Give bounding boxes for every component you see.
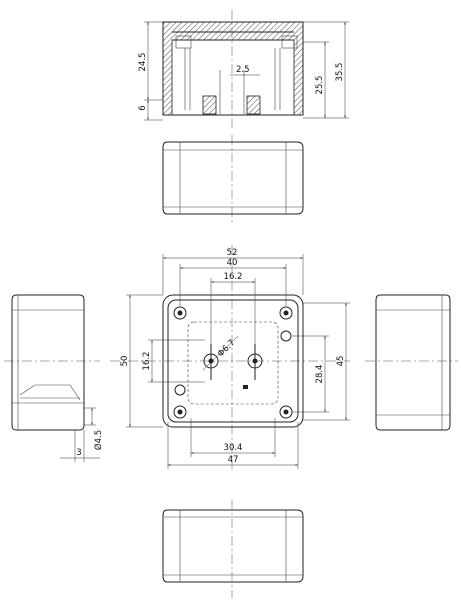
dim-40: 40 xyxy=(227,258,238,268)
dim-16-2-left: 16.2 xyxy=(142,352,152,371)
dim-2-5: 2.5 xyxy=(236,65,250,75)
front-view xyxy=(162,135,304,222)
dim-28-4: 28.4 xyxy=(315,365,325,384)
section-view: 24.5 6 25.5 35.5 2.5 xyxy=(138,10,349,130)
dim-d6-7: Φ6.7 xyxy=(216,338,237,359)
dim-d4-5: Ø4.5 xyxy=(93,430,104,450)
right-side-view xyxy=(365,294,458,431)
dim-35-5: 35.5 xyxy=(335,63,345,82)
dim-30-4: 30.4 xyxy=(224,443,243,453)
bottom-view xyxy=(162,500,304,598)
dim-24-5: 24.5 xyxy=(138,53,148,72)
dim-16-2-top: 16.2 xyxy=(224,272,243,282)
left-side-view: Ø4.5 3 xyxy=(4,294,104,462)
dim-47: 47 xyxy=(228,455,239,465)
dim-6: 6 xyxy=(138,105,148,110)
dim-50: 50 xyxy=(120,356,130,367)
dim-25-5: 25.5 xyxy=(315,76,325,95)
dim-3: 3 xyxy=(76,448,81,458)
dim-52: 52 xyxy=(227,248,238,258)
plan-view: 52 40 16.2 50 16.2 Φ6.7 28.4 45 30.4 xyxy=(110,245,350,470)
dim-45: 45 xyxy=(336,356,346,367)
